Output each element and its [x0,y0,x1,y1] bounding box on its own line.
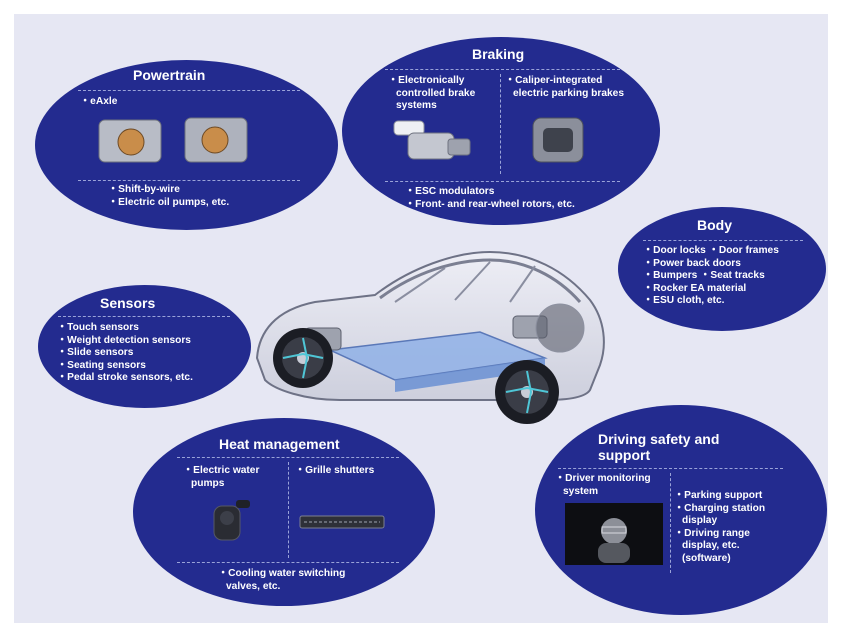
sensors-oval [38,285,251,408]
caliper-image [532,117,584,163]
heat-items: ・Cooling water switching valves, etc. [218,568,345,593]
list-item: ・Pedal stroke sensors, etc. [57,372,193,383]
list-item: ・Cooling water switching [218,568,346,579]
brake-system-label: ・Electronically controlled brake systems [388,75,476,111]
body-oval [618,207,826,331]
list-item: ・Touch sensors [57,322,139,333]
list-item: ・Seating sensors [57,359,146,371]
list-item: ・Parking support [674,490,763,501]
heat-management-title: Heat management [219,436,340,452]
body-items: ・Door locks ・Door frames ・Power back doo… [643,245,779,308]
list-item: ・Power back doors [643,257,741,269]
front-wheel [273,328,333,388]
list-item: ・ESC modulators [405,186,495,197]
list-item: ・ESU cloth, etc. [643,295,725,306]
eaxle-label: ・eAxle [80,96,118,107]
body-title: Body [697,217,732,233]
eaxle-unit-image [98,117,248,163]
list-item: ・Slide sensors [57,347,134,358]
grille-shutter-label: ・Grille shutters [295,465,375,476]
braking-title: Braking [472,46,525,62]
list-item: ・Electric oil pumps, etc. [108,196,230,208]
sensors-items: ・Touch sensors ・Weight detection sensors… [57,322,193,385]
list-item: ・Shift-by-wire [108,184,180,195]
list-item: ・Weight detection sensors [57,334,191,346]
driving-safety-title: Driving safety and support [598,431,720,463]
list-item: ・Front- and rear-wheel rotors, etc. [405,198,575,210]
list-item: (software) [682,552,731,564]
list-item: display [682,515,718,526]
heat-management-oval [133,418,435,606]
driver-monitoring-label: ・Driver monitoring system [555,473,651,497]
ev-cutaway-image [255,250,605,424]
divider [177,562,399,563]
powertrain-items: ・Shift-by-wire ・Electric oil pumps, etc. [108,184,229,209]
rear-wheel [495,360,559,424]
divider [558,468,783,469]
parking-brake-label: ・Caliper-integrated electric parking bra… [505,75,624,99]
divider [78,90,300,91]
grille-shutter-image [299,515,385,529]
divider [643,240,803,241]
divider [385,69,620,70]
driver-monitor-image [565,503,663,565]
powertrain-title: Powertrain [133,67,206,83]
sensors-title: Sensors [100,295,156,311]
divider [78,180,300,181]
divider [670,473,671,573]
divider [500,74,501,174]
water-pump-image [213,500,250,541]
brake-booster-image [393,120,471,160]
list-item: display, etc. [682,540,740,551]
list-item: ・Bumpers ・Seat tracks [643,270,765,281]
list-item: ・Door locks ・Door frames [643,245,779,256]
divider [385,181,620,182]
water-pump-label: ・Electric water pumps [183,465,260,489]
divider [288,462,289,558]
list-item: ・Driving range [674,527,750,539]
list-item: ・Charging station [674,502,766,514]
list-item: valves, etc. [226,580,281,592]
divider [177,457,399,458]
driving-safety-items: ・Parking support ・Charging station displ… [674,490,765,565]
braking-items: ・ESC modulators ・Front- and rear-wheel r… [405,186,575,211]
list-item: ・Rocker EA material [643,282,747,294]
divider [58,316,230,317]
